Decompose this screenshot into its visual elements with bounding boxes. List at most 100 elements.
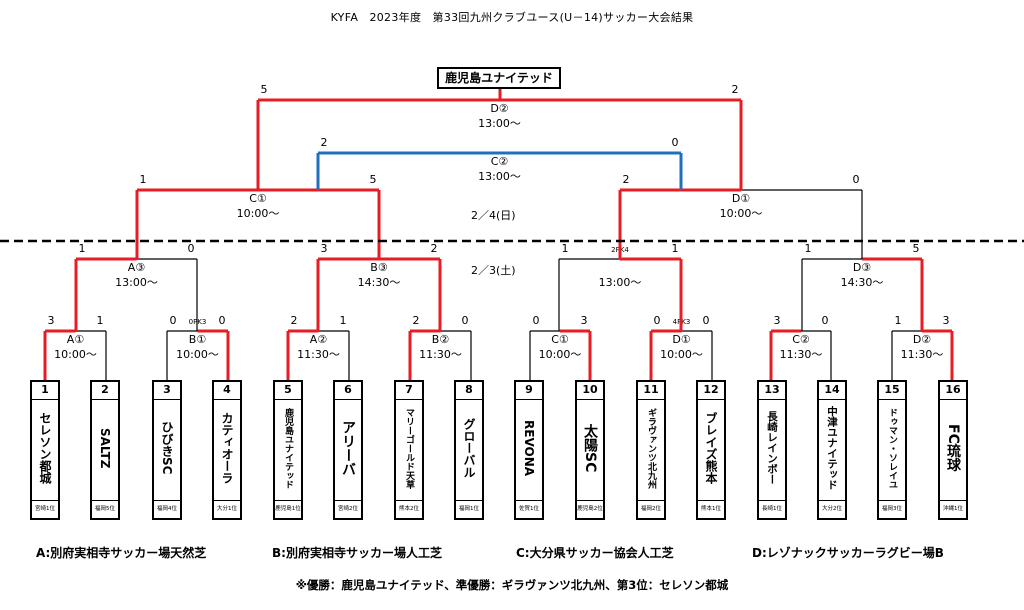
match-time: 10:00～: [660, 348, 703, 361]
team-name: 太陽SC: [582, 423, 598, 473]
venue-a: A:別府実相寺サッカー場天然芝: [36, 546, 207, 560]
team-number: 6: [335, 382, 361, 400]
match-time: 13:00～: [478, 117, 521, 130]
team-number: 5: [275, 382, 301, 400]
score-left: 1: [562, 242, 569, 255]
team-name: FC琉球: [945, 424, 961, 472]
match-label: A③: [128, 261, 146, 274]
score-right: 0: [188, 242, 195, 255]
match-time: 13:00～: [478, 170, 521, 183]
team-card: 7 マリーゴールド天草熊本2位: [394, 380, 424, 520]
team-number: 15: [879, 382, 905, 400]
score-right: 0: [703, 314, 710, 327]
team-name: ブレイズ熊本: [704, 412, 718, 484]
team-number: 8: [456, 382, 482, 400]
team-number: 7: [396, 382, 422, 400]
match-time: 14:30～: [841, 276, 884, 289]
team-number: 12: [698, 382, 724, 400]
team-number: 9: [516, 382, 542, 400]
team-number: 13: [759, 382, 785, 400]
match-label: C①: [551, 333, 569, 346]
team-card: 14 中津ユナイテッド大分2位: [817, 380, 847, 520]
match-label: A②: [310, 333, 328, 346]
match-time: 11:30～: [297, 348, 340, 361]
team-name: ドゥマン・ソレイユ: [887, 407, 897, 489]
match-label: C②: [491, 155, 509, 168]
match-time: 14:30～: [358, 276, 401, 289]
match-label: D③: [853, 261, 871, 274]
date-day2: 2／4(日): [471, 209, 516, 222]
score-right: 0: [462, 314, 469, 327]
match-label: D①: [672, 333, 690, 346]
team-prefecture-rank: 福岡4位: [154, 500, 180, 518]
score-left: 3: [48, 314, 55, 327]
score-right: 1: [672, 242, 679, 255]
score-right: 1: [340, 314, 347, 327]
team-number: 10: [577, 382, 603, 400]
results-summary: ※優勝：鹿児島ユナイテッド、準優勝：ギラヴァンツ北九州、第3位：セレソン都城: [295, 578, 729, 592]
score-left: 3: [774, 314, 781, 327]
venue-d: D:レゾナックサッカーラグビー場B: [752, 546, 944, 560]
team-prefecture-rank: 佐賀1位: [516, 500, 542, 518]
score-left: 2: [321, 136, 328, 149]
team-number: 14: [819, 382, 845, 400]
team-name: 中津ユナイテッド: [826, 406, 838, 490]
score-right: 3: [581, 314, 588, 327]
match-label: B③: [370, 261, 388, 274]
score-right: 0: [672, 136, 679, 149]
score-right: 0: [219, 314, 226, 327]
champion-box: 鹿児島ユナイテッド: [437, 67, 561, 89]
team-name: 鹿児島ユナイテッド: [283, 407, 293, 489]
team-prefecture-rank: 大分2位: [819, 500, 845, 518]
team-prefecture-rank: 宮崎1位: [32, 500, 58, 518]
score-right: 2: [732, 83, 739, 96]
match-label: B①: [189, 333, 207, 346]
team-prefecture-rank: 福岡1位: [456, 500, 482, 518]
match-time: 10:00～: [176, 348, 219, 361]
match-time: 13:00～: [115, 276, 158, 289]
team-name: カティオーラ: [220, 412, 234, 484]
match-label: C②: [792, 333, 810, 346]
score-left: 1: [79, 242, 86, 255]
venue-c: C:大分県サッカー協会人工芝: [516, 546, 674, 560]
team-prefecture-rank: 沖縄1位: [940, 500, 966, 518]
team-name: アリーバ: [340, 420, 356, 476]
match-time: 10:00～: [539, 348, 582, 361]
team-number: 1: [32, 382, 58, 400]
team-number: 2: [92, 382, 118, 400]
score-left: 1: [805, 242, 812, 255]
score-right: 1: [97, 314, 104, 327]
team-prefecture-rank: 福岡2位: [638, 500, 664, 518]
match-time: 11:30～: [901, 348, 944, 361]
team-name: ギラヴァンツ北九州: [646, 407, 656, 489]
page-title: KYFA 2023年度 第33回九州クラブユース(U－14)サッカー大会結果: [330, 11, 694, 24]
team-number: 16: [940, 382, 966, 400]
match-label: D①: [732, 192, 750, 205]
match-label: D②: [913, 333, 931, 346]
score-left: 0: [533, 314, 540, 327]
team-name: マリーゴールド天草: [404, 407, 414, 489]
score-left: 0: [654, 314, 661, 327]
team-prefecture-rank: 大分1位: [214, 500, 240, 518]
team-number: 11: [638, 382, 664, 400]
date-day1: 2／3(土): [471, 264, 516, 277]
score-right: 3: [943, 314, 950, 327]
match-label: D②: [490, 102, 508, 115]
team-prefecture-rank: 福岡5位: [92, 500, 118, 518]
team-name: セレソン都城: [38, 412, 52, 484]
venue-b: B:別府実相寺サッカー場人工芝: [272, 546, 442, 560]
score-left: 3: [321, 242, 328, 255]
match-time: 10:00～: [237, 207, 280, 220]
team-prefecture-rank: 熊本2位: [396, 500, 422, 518]
team-name: グローバル: [462, 418, 476, 478]
team-prefecture-rank: 鹿児島2位: [577, 500, 603, 518]
